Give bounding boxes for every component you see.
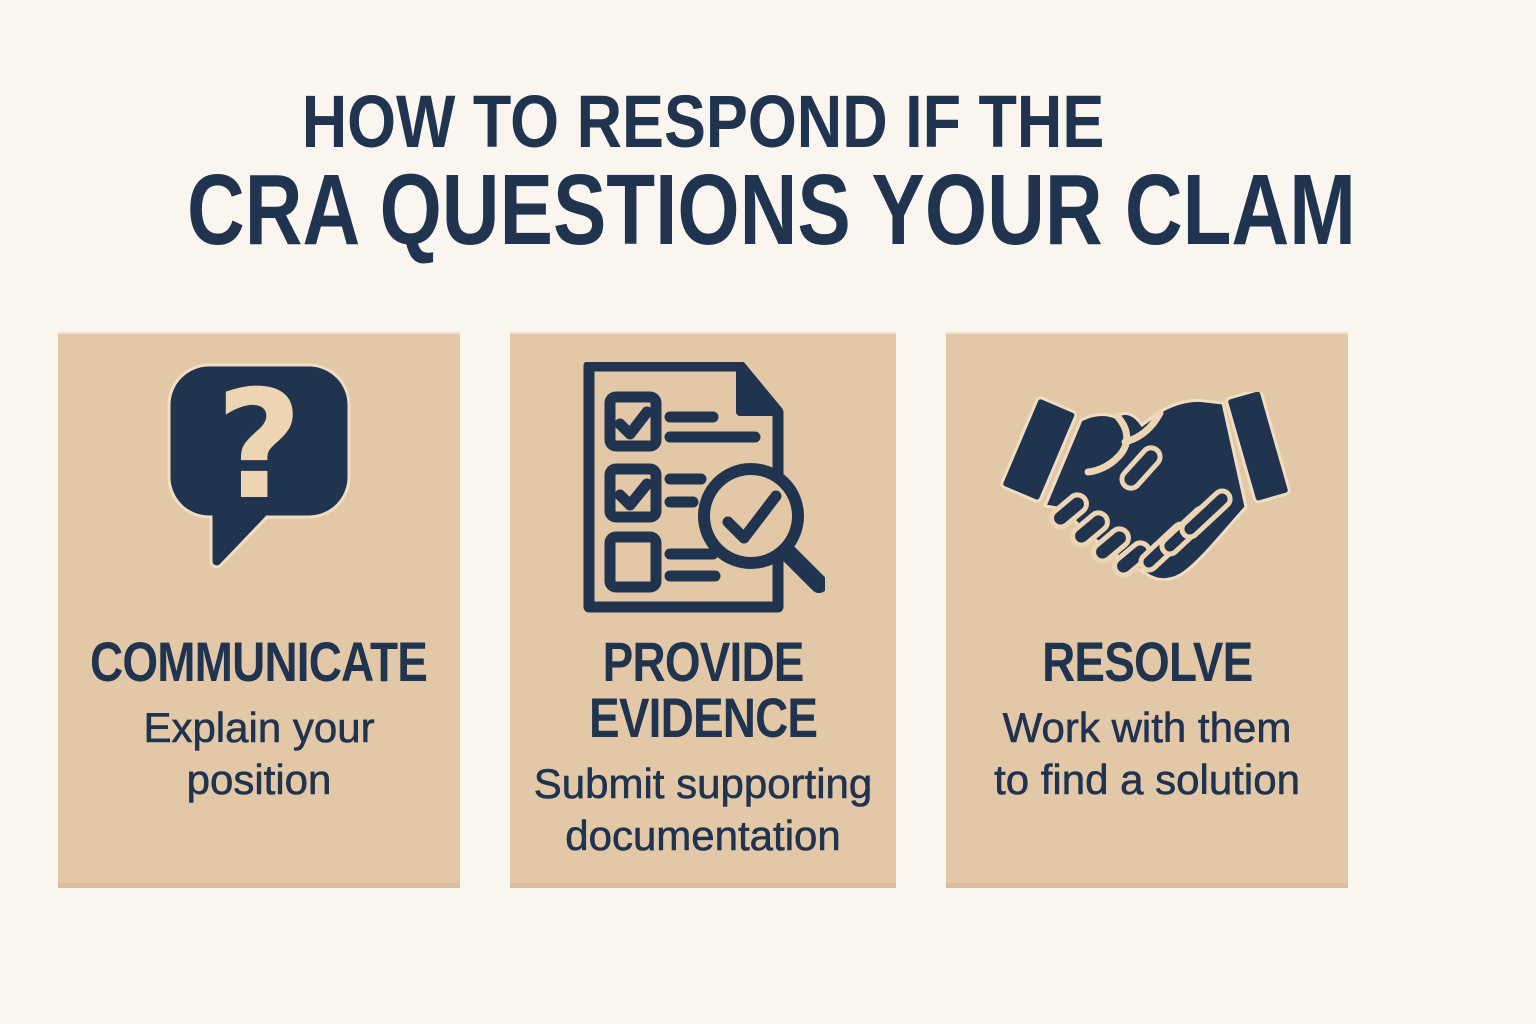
card-provide-evidence-subtitle-line-1: Submit supporting (533, 760, 873, 808)
document-folded-corner (736, 362, 782, 416)
question-mark-glyph: ? (215, 362, 302, 533)
card-resolve-icon-area (946, 362, 1348, 634)
card-resolve-subtitle-line-2: to find a solution (994, 756, 1300, 804)
card-resolve-title-line-1: RESOLVE (1041, 630, 1253, 693)
card-provide-evidence-title: PROVIDE EVIDENCE (588, 630, 818, 749)
card-communicate: ? COMMUNICATE Explain your position (58, 332, 460, 888)
magnifier-checkmark (722, 490, 782, 544)
card-provide-evidence-title-line-1: PROVIDE (602, 630, 805, 693)
handshake-index-gap-line (1121, 409, 1164, 446)
headline-line-2: CRA QUESTIONS YOUR CLAM (187, 154, 1356, 266)
handshake-right-cuff (1225, 392, 1291, 504)
handshake-knuckle-4 (1112, 540, 1152, 578)
question-speech-bubble-icon: ? (167, 362, 351, 569)
checkbox-1-checkmark (614, 406, 653, 440)
card-provide-evidence-title-line-2: EVIDENCE (588, 686, 818, 749)
card-resolve-title: RESOLVE (1041, 630, 1253, 693)
card-provide-evidence-subtitle: Submit supporting documentation (533, 758, 873, 862)
card-communicate-subtitle-line-2: position (186, 756, 332, 804)
handshake-finger-3 (1179, 488, 1233, 540)
card-communicate-title-line-1: COMMUNICATE (90, 630, 428, 693)
checkbox-1 (604, 391, 662, 452)
checkbox-2 (604, 463, 662, 523)
speech-bubble-shape (167, 363, 351, 569)
handshake-knuckle-3 (1091, 526, 1131, 564)
handshake-thumb (1119, 445, 1163, 491)
handshake-knuckle-1 (1049, 492, 1089, 530)
card-resolve-subtitle-line-1: Work with them (1002, 704, 1292, 752)
handshake-knuckle-2 (1070, 510, 1110, 548)
card-communicate-subtitle: Explain your position (143, 702, 375, 806)
card-communicate-icon-area: ? (58, 362, 460, 634)
card-resolve-subtitle: Work with them to find a solution (994, 702, 1300, 806)
steps-row: ? COMMUNICATE Explain your position (58, 332, 1348, 888)
checkbox-2-checkmark (614, 478, 653, 511)
card-provide-evidence-icon-area (510, 362, 896, 634)
card-provide-evidence-subtitle-line-2: documentation (565, 812, 841, 860)
handshake-icon (1000, 392, 1291, 581)
document-checklist-magnifier-icon (583, 362, 825, 613)
handshake-thumb-gap-line (1084, 412, 1131, 476)
card-communicate-subtitle-line-1: Explain your (143, 704, 375, 752)
checkbox-3 (604, 531, 662, 593)
handshake-left-cuff (1000, 396, 1078, 503)
magnifier-handle (778, 543, 825, 593)
headline-line-1: HOW TO RESPOND IF THE (301, 80, 1105, 163)
card-communicate-title: COMMUNICATE (90, 630, 428, 693)
card-resolve: RESOLVE Work with them to find a solutio… (946, 332, 1348, 888)
card-provide-evidence: PROVIDE EVIDENCE Submit supporting docum… (510, 332, 896, 888)
